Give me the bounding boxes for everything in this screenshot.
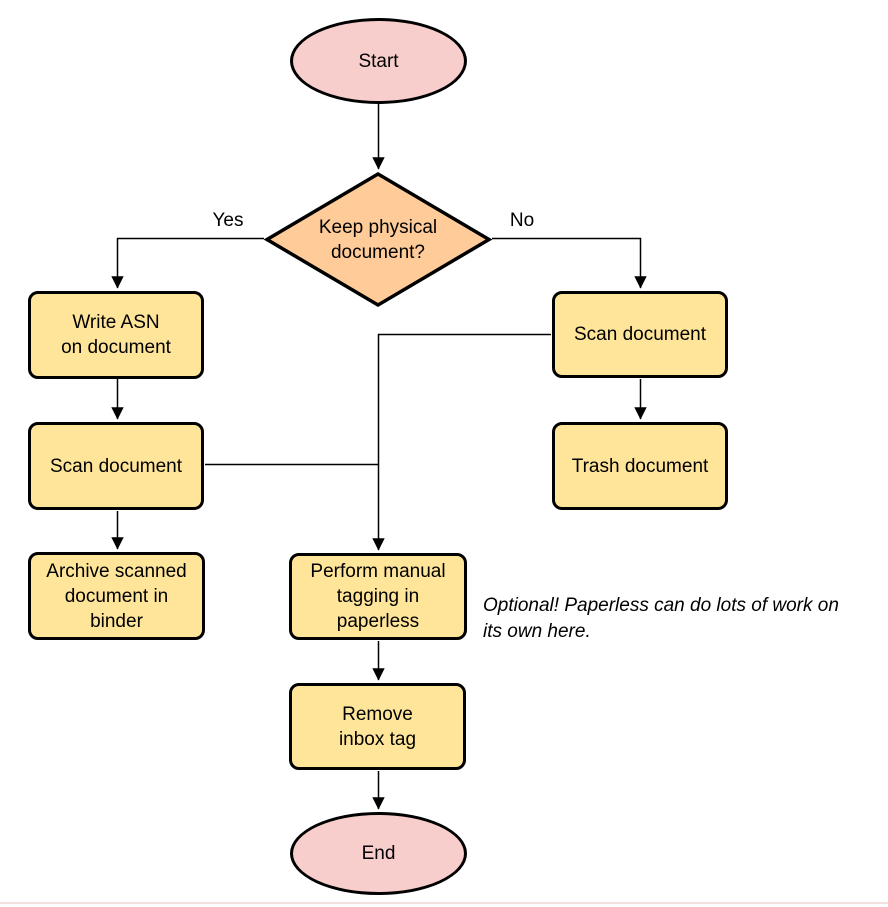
edge-decision-no: [492, 237, 647, 289]
end-label: End: [361, 843, 396, 864]
process-perform-tagging-label: Perform manual tagging in paperless: [310, 561, 446, 632]
process-scan-document-right: Scan document: [552, 291, 728, 378]
process-trash-document: Trash document: [552, 422, 728, 510]
process-archive-scanned: Archive scanned document in binder: [28, 552, 205, 640]
process-trash-document-label: Trash document: [571, 455, 709, 477]
bottom-hairline: [0, 902, 888, 904]
process-scan-document-left-label: Scan document: [49, 455, 183, 477]
process-write-asn: Write ASN on document: [28, 291, 204, 379]
edge-scanright-to-tagging: [372, 333, 551, 551]
annotation-note: Optional! Paperless can do lots of work …: [483, 595, 839, 642]
edge-label-no: No: [509, 210, 535, 231]
process-write-asn-label: Write ASN on document: [61, 312, 171, 358]
decision-diamond-shape: [263, 171, 493, 308]
edge-label-yes: Yes: [212, 210, 244, 231]
process-perform-tagging: Perform manual tagging in paperless: [289, 553, 467, 640]
process-remove-inbox-tag-label: Remove inbox tag: [338, 703, 417, 750]
process-remove-inbox-tag: Remove inbox tag: [289, 683, 466, 770]
end-terminal: End: [290, 812, 467, 895]
process-scan-document-right-label: Scan document: [573, 324, 707, 345]
start-terminal: Start: [290, 18, 467, 104]
decision-keep-physical: Keep physical document?: [263, 171, 493, 308]
process-archive-scanned-label: Archive scanned document in binder: [46, 560, 187, 632]
decision-label: Keep physical document?: [318, 216, 438, 263]
process-scan-document-left: Scan document: [28, 422, 204, 510]
edge-decision-yes: [111, 237, 264, 289]
start-label: Start: [358, 50, 399, 72]
